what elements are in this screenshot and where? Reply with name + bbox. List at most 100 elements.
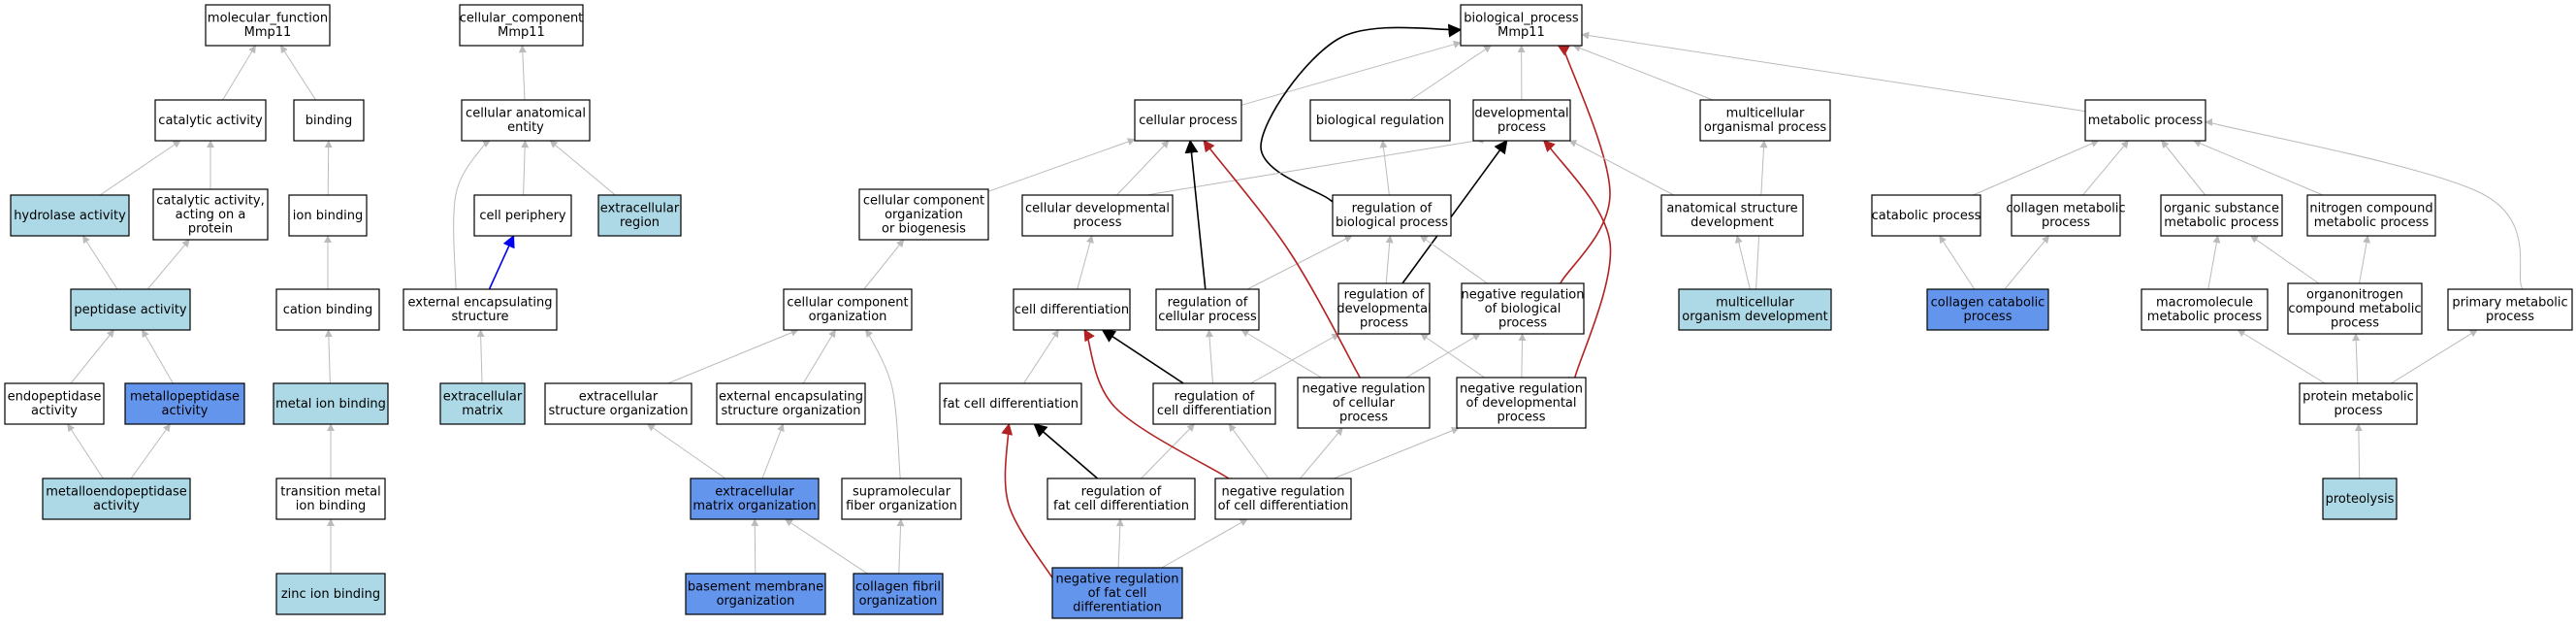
node-label: extracellular: [715, 485, 794, 500]
go-term-node-ion-binding[interactable]: ion binding: [288, 194, 368, 237]
node-label: metabolic process: [2147, 310, 2263, 324]
go-term-node-bio-reg[interactable]: biological regulation: [1309, 99, 1451, 142]
node-label: negative regulation: [1221, 485, 1344, 500]
go-term-node-peptidase[interactable]: peptidase activity: [70, 288, 191, 331]
go-term-node-cell-diff[interactable]: cell differentiation: [1013, 288, 1131, 331]
edge-reg_cell_diff-to-cell_diff: [1101, 329, 1184, 384]
node-label: matrix organization: [692, 499, 816, 513]
node-label: negative regulation: [1461, 287, 1584, 302]
edge-catalytic-to-mf: [222, 45, 256, 101]
node-label: negative regulation: [1055, 572, 1178, 586]
go-term-node-cell-proc[interactable]: cellular process: [1134, 99, 1242, 142]
go-term-node-hydrolase[interactable]: hydrolase activity: [10, 194, 130, 237]
node-box: [10, 194, 130, 237]
node-label: organonitrogen: [2306, 287, 2403, 302]
go-term-node-catab[interactable]: catabolic process: [1871, 194, 1981, 237]
node-label: external encapsulating: [407, 296, 552, 311]
node-label: process: [1339, 410, 1388, 424]
node-label: regulation of: [1344, 287, 1425, 302]
go-term-node-metal-ion[interactable]: metal ion binding: [273, 382, 389, 425]
go-term-node-catalytic[interactable]: catalytic activity: [154, 99, 267, 142]
go-term-node-cation[interactable]: cation binding: [275, 288, 380, 331]
go-term-node-metab[interactable]: metabolic process: [2084, 99, 2206, 142]
node-label: protein: [188, 221, 233, 236]
edge-reg_cell-to-reg_bio: [1246, 235, 1353, 290]
edge-neg_reg_dev-to-dev_proc: [1540, 134, 1612, 386]
node-label: compound metabolic: [2288, 302, 2421, 316]
edge-multi_dev-to-anat_dev: [1734, 235, 1751, 290]
edge-neg_reg_bio-to-bp: [1556, 36, 1611, 290]
node-box: [2160, 194, 2283, 237]
node-label: binding: [306, 114, 352, 128]
edge-reg_dev-to-dev_proc: [1401, 139, 1508, 284]
node-label: of biological: [1485, 302, 1562, 316]
node-label: organization: [717, 594, 795, 609]
edge-collagen_cat-to-catab: [1939, 235, 1976, 290]
node-label: fat cell differentiation: [943, 397, 1079, 412]
edge-metal_ion-to-cation: [324, 329, 333, 384]
node-label: of cell differentiation: [1218, 499, 1349, 513]
node-label: cellular component: [787, 296, 908, 311]
node-box: [1214, 478, 1352, 520]
node-label: process: [1074, 215, 1122, 230]
go-term-node-binding[interactable]: binding: [293, 99, 365, 142]
node-label: Mmp11: [1497, 25, 1545, 40]
node-label: basement membrane: [688, 580, 823, 595]
edge-reg_cell-to-cell_proc: [1184, 139, 1207, 290]
go-term-node-fat-diff[interactable]: fat cell differentiation: [939, 382, 1082, 425]
go-term-node-zinc[interactable]: zinc ion binding: [275, 573, 386, 615]
node-label: cell periphery: [479, 209, 566, 223]
edge-neg_reg_bio-to-reg_bio: [1419, 235, 1488, 284]
go-term-node-periphery[interactable]: cell periphery: [473, 194, 572, 237]
node-label: structure organization: [549, 404, 689, 418]
edge-reg_bio-to-bp: [1260, 23, 1463, 205]
node-box: [858, 188, 989, 241]
node-box: [2322, 478, 2398, 520]
edge-collagen_cat-to-collagen_met: [2004, 235, 2050, 290]
go-term-node-proteolysis[interactable]: proteolysis: [2322, 478, 2398, 520]
